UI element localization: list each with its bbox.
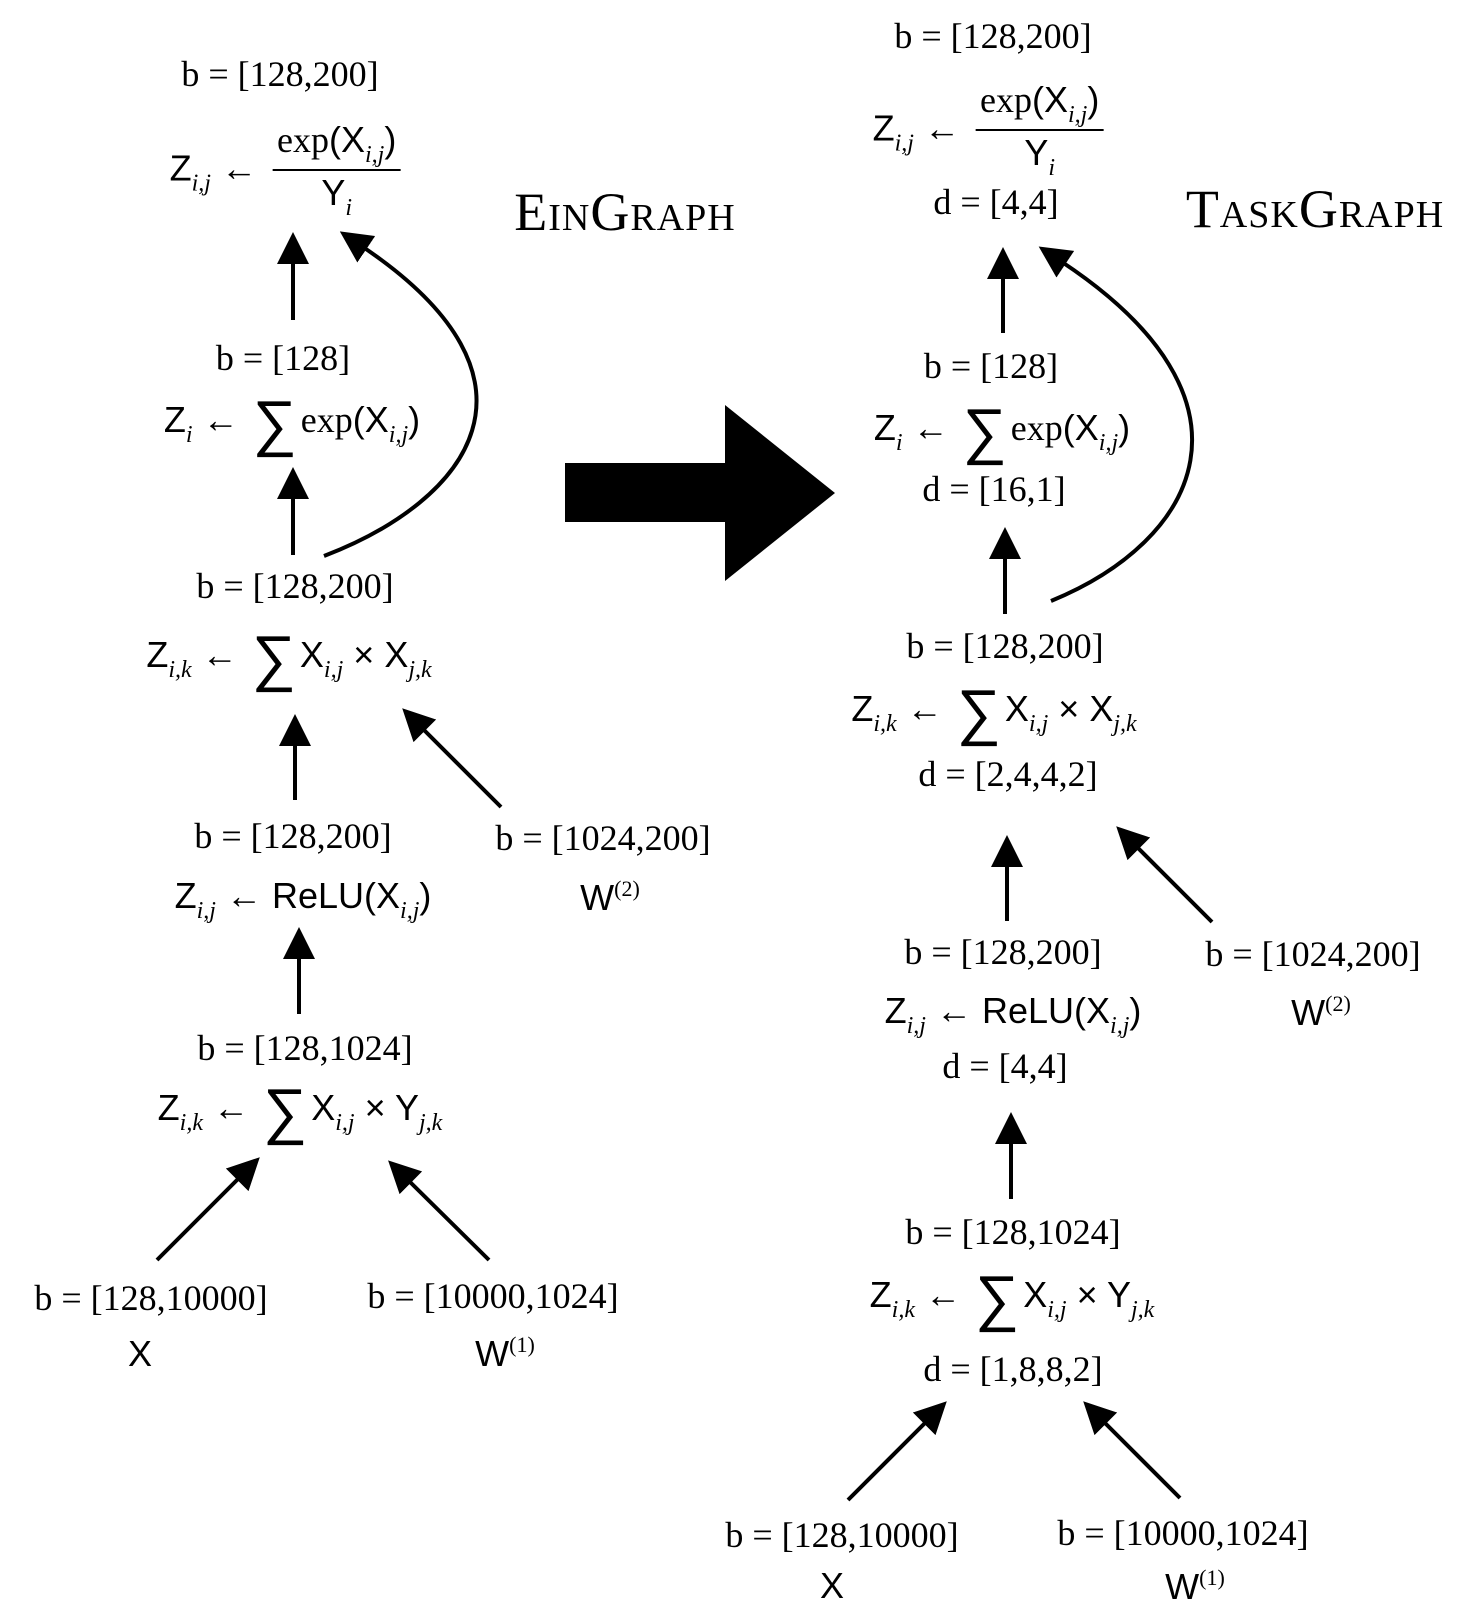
edge-w1-to-matmul1 [388, 1160, 491, 1262]
eingraph-sum-batch: b = [128] [215, 338, 351, 378]
eingraph-relu-formula: Zi,j ← ReLU(Xi,j) [174, 875, 432, 924]
eingraph-relu-batch: b = [128,200] [194, 816, 392, 856]
eingraph-softmax-batch: b = [128,200] [181, 54, 379, 94]
taskgraph-sum-batch: b = [128] [923, 346, 1059, 386]
taskgraph-x-label: X [819, 1565, 845, 1606]
eingraph-w1-batch: b = [10000,1024] [367, 1276, 619, 1316]
taskgraph-w2-batch: b = [1024,200] [1205, 934, 1421, 974]
taskgraph-matmul1-formula: Zi,k ← ∑Xi,j × Yj,k [869, 1264, 1155, 1333]
eingraph-w2-label: W(2) [580, 876, 640, 918]
edge-w1-to-matmul1-task [1083, 1401, 1182, 1500]
eingraph-w1-label: W(1) [475, 1332, 535, 1374]
taskgraph-matmul2-batch: b = [128,200] [906, 626, 1104, 666]
taskgraph-matmul2-dist: d = [2,4,4,2] [918, 754, 1098, 794]
taskgraph-matmul2-formula: Zi,k ← ∑Xi,j × Xj,k [851, 678, 1137, 747]
taskgraph-relu-formula: Zi,j ← ReLU(Xi,j) [884, 990, 1142, 1039]
taskgraph-matmul1-batch: b = [128,1024] [905, 1212, 1121, 1252]
taskgraph-softmax-dist: d = [4,4] [933, 182, 1059, 222]
eingraph-x-label: X [127, 1333, 153, 1374]
taskgraph-x-batch: b = [128,10000] [725, 1515, 959, 1555]
edge-matmul2-to-softmax-curve-task [1038, 246, 1194, 603]
taskgraph-w1-label: W(1) [1165, 1565, 1225, 1607]
taskgraph-relu-dist: d = [4,4] [942, 1046, 1068, 1086]
edge-w2-to-matmul2-task [1116, 826, 1214, 924]
taskgraph-softmax-batch: b = [128,200] [894, 16, 1092, 56]
taskgraph-relu-batch: b = [128,200] [904, 932, 1102, 972]
taskgraph-w1-batch: b = [10000,1024] [1057, 1513, 1309, 1553]
title-taskgraph: TaskGraph [1185, 179, 1445, 239]
taskgraph-sum-dist: d = [16,1] [922, 469, 1066, 509]
eingraph-matmul1-formula: Zi,k ← ∑Xi,j × Yj,k [157, 1077, 443, 1146]
taskgraph-w2-label: W(2) [1291, 991, 1351, 1033]
transform-arrow [565, 405, 835, 581]
eingraph-sum-formula: Zi ← ∑exp(Xi,j) [163, 389, 421, 458]
edge-x-to-matmul1-task [846, 1401, 947, 1502]
edge-matmul2-to-softmax-curve [323, 231, 479, 558]
eingraph-matmul2-formula: Zi,k ← ∑Xi,j × Xj,k [146, 624, 432, 693]
eingraph-matmul1-batch: b = [128,1024] [197, 1028, 413, 1068]
edge-x-to-matmul1 [155, 1157, 260, 1262]
edge-w2-to-matmul2 [402, 708, 503, 809]
eingraph-w2-batch: b = [1024,200] [495, 818, 711, 858]
taskgraph-softmax-formula: Zi,j ← exp(Xi,j)Yi [873, 82, 1104, 180]
eingraph-softmax-formula: Zi,j ← exp(Xi,j)Yi [170, 122, 401, 220]
taskgraph-matmul1-dist: d = [1,8,8,2] [923, 1349, 1103, 1389]
eingraph-x-batch: b = [128,10000] [34, 1278, 268, 1318]
eingraph-matmul2-batch: b = [128,200] [196, 566, 394, 606]
taskgraph-sum-formula: Zi ← ∑exp(Xi,j) [873, 397, 1131, 466]
title-eingraph: EinGraph [514, 182, 736, 242]
